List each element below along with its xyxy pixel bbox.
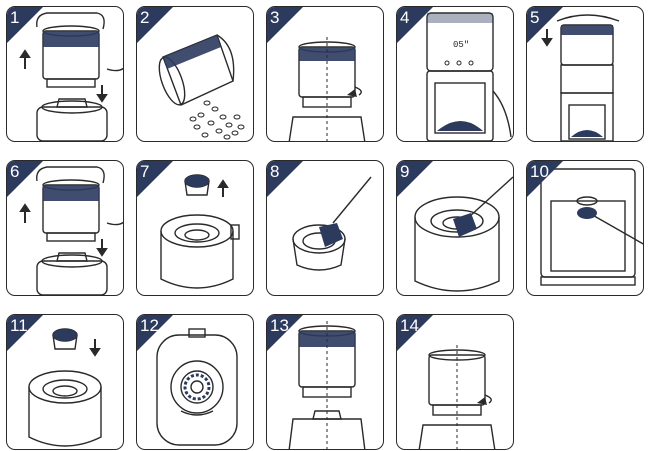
step-number: 10 bbox=[530, 163, 549, 181]
step-panel-1: 1 bbox=[6, 6, 124, 142]
step-panel-14: 14 bbox=[396, 314, 514, 450]
step-panel-2: 2 bbox=[136, 6, 254, 142]
step-number: 4 bbox=[400, 9, 409, 27]
step-number: 11 bbox=[10, 317, 28, 335]
step-panel-11: 11 bbox=[6, 314, 124, 450]
step-panel-5: 5 bbox=[526, 6, 644, 142]
step-panel-6: 6 bbox=[6, 160, 124, 296]
step-panel-13: 13 bbox=[266, 314, 384, 450]
step-number: 3 bbox=[270, 9, 279, 27]
step-number: 6 bbox=[10, 163, 19, 181]
step-panel-3: 3 bbox=[266, 6, 384, 142]
step-number: 9 bbox=[400, 163, 409, 181]
step-panel-4: 05" 4 bbox=[396, 6, 514, 142]
step-panel-8: 8 bbox=[266, 160, 384, 296]
step-panel-9: 9 bbox=[396, 160, 514, 296]
step-number: 2 bbox=[140, 9, 149, 27]
step-panel-7: 7 bbox=[136, 160, 254, 296]
step-number: 5 bbox=[530, 9, 539, 27]
step-number: 13 bbox=[270, 317, 289, 335]
step-panel-10: 10 bbox=[526, 160, 644, 296]
step-number: 14 bbox=[400, 317, 419, 335]
step-number: 1 bbox=[10, 9, 19, 27]
step-number: 8 bbox=[270, 163, 279, 181]
grind-setting-readout: 05" bbox=[453, 40, 469, 50]
step-number: 12 bbox=[140, 317, 159, 335]
step-number: 7 bbox=[140, 163, 149, 181]
step-panel-12: 12 bbox=[136, 314, 254, 450]
